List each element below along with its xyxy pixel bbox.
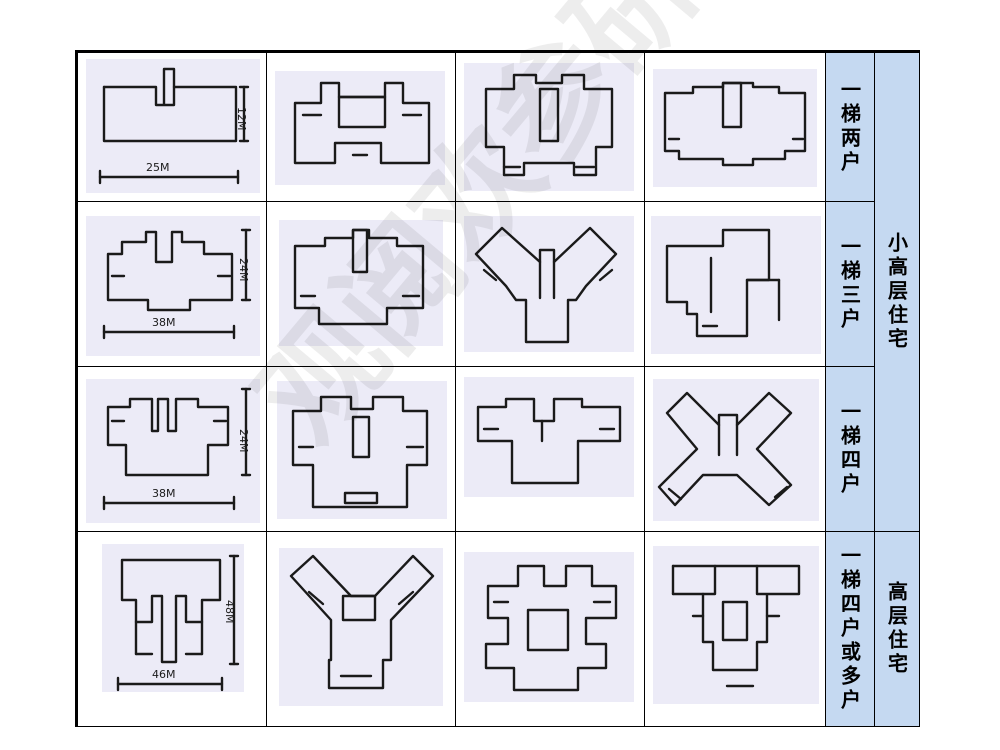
dim-r3-depth: 24M <box>237 429 250 453</box>
cell-r1c3 <box>455 52 645 202</box>
cell-r1c4 <box>644 52 826 202</box>
group-label-small-high-rise: 小高层住宅 <box>874 52 920 532</box>
sketch-r4-dimensioned: 48M 46M <box>102 544 244 692</box>
dim-r2-width: 38M <box>152 316 176 329</box>
group-label-high-rise-text: 高层住宅 <box>884 581 909 677</box>
label-row1: 一梯两户 <box>825 52 875 202</box>
sketch-r1-plan4 <box>653 69 817 187</box>
cell-r3c1: 24M 38M <box>77 366 267 532</box>
dim-r2-depth: 24M <box>237 258 250 282</box>
dim-r1-width: 25M <box>146 161 170 174</box>
label-row4-text: 一梯四户或多户 <box>837 545 862 713</box>
sketch-r1-dimensioned: 12M 25M <box>86 59 260 193</box>
sketch-r4-cross-plan <box>464 552 634 702</box>
cell-r4c1: 48M 46M <box>77 531 267 727</box>
cell-r3c4 <box>644 366 826 532</box>
dim-r4-width: 46M <box>152 668 176 681</box>
cell-r4c2 <box>266 531 456 727</box>
sketch-r2-plan2 <box>279 220 443 346</box>
sketch-r4-y-plan <box>279 548 443 706</box>
cell-r1c2 <box>266 52 456 202</box>
cell-r1c1: 12M 25M <box>77 52 267 202</box>
sketch-r3-x-plan <box>653 379 819 521</box>
group-label-small-high-rise-text: 小高层住宅 <box>884 232 909 352</box>
sketch-r1-plan2 <box>275 71 445 185</box>
label-row1-text: 一梯两户 <box>837 79 862 175</box>
sketch-r2-plan4 <box>651 216 821 354</box>
dim-r1-depth: 12M <box>235 107 248 131</box>
label-row3: 一梯四户 <box>825 366 875 532</box>
sketch-r2-dimensioned: 24M 38M <box>86 216 260 356</box>
sketch-r3-plan3 <box>464 377 634 497</box>
cell-r3c2 <box>266 366 456 532</box>
sketch-r1-plan3 <box>464 63 634 191</box>
cell-r2c2 <box>266 201 456 367</box>
label-row2-text: 一梯三户 <box>837 236 862 332</box>
floor-plan-table: 12M 25M <box>75 50 920 727</box>
cell-r3c3 <box>455 366 645 532</box>
cell-r4c3 <box>455 531 645 727</box>
label-row3-text: 一梯四户 <box>837 401 862 497</box>
sketch-r4-plan4 <box>653 546 819 704</box>
sketch-r2-y-plan <box>464 216 634 352</box>
group-label-high-rise: 高层住宅 <box>874 531 920 727</box>
cell-r4c4 <box>644 531 826 727</box>
label-row4: 一梯四户或多户 <box>825 531 875 727</box>
sketch-r3-plan2 <box>277 381 447 519</box>
cell-r2c3 <box>455 201 645 367</box>
sketch-r3-dimensioned: 24M 38M <box>86 379 260 523</box>
cell-r2c1: 24M 38M <box>77 201 267 367</box>
dim-r4-depth: 48M <box>223 600 236 624</box>
cell-r2c4 <box>644 201 826 367</box>
label-row2: 一梯三户 <box>825 201 875 367</box>
dim-r3-width: 38M <box>152 487 176 500</box>
